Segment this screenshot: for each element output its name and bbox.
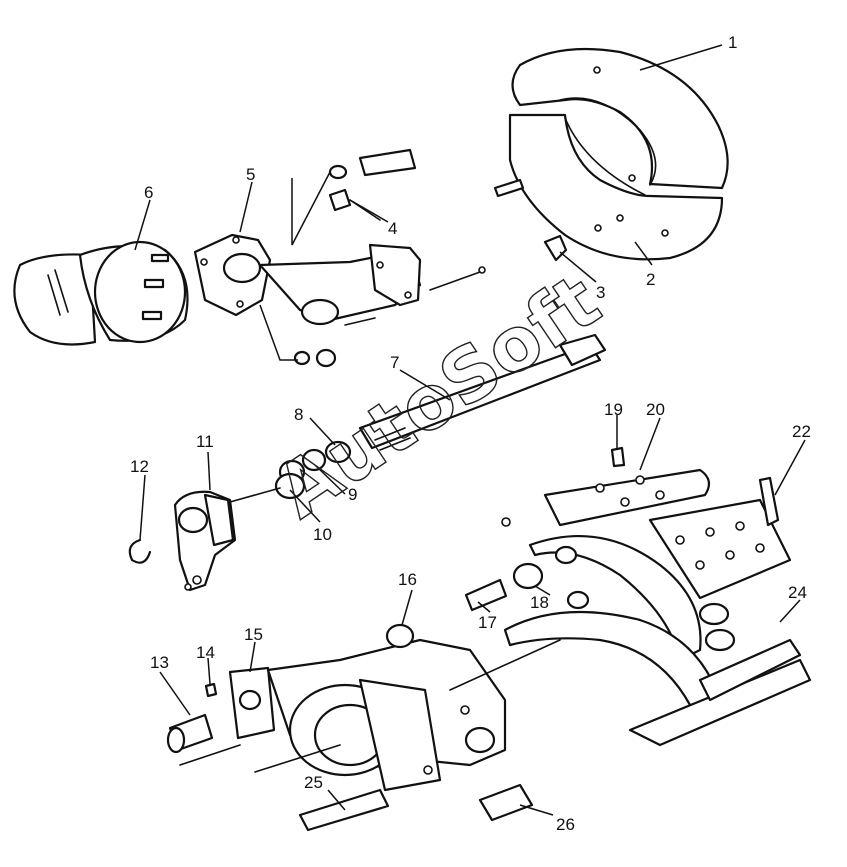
callout-14: 14	[196, 643, 215, 662]
callout-18: 18	[530, 593, 549, 612]
snap-ring	[128, 538, 152, 564]
brake-shoes	[501, 446, 812, 747]
callout-19: 19	[604, 400, 623, 419]
callout-6: 6	[144, 183, 153, 202]
slack-adjuster	[173, 490, 237, 592]
callout-13: 13	[150, 653, 169, 672]
callout-17: 17	[478, 613, 497, 632]
callout-5: 5	[246, 165, 255, 184]
brake-chamber	[13, 240, 189, 346]
callout-8: 8	[294, 405, 303, 424]
anchor-pins	[298, 783, 534, 832]
shield-bolt	[493, 178, 525, 198]
grease-fitting	[204, 682, 218, 698]
spider-housing	[228, 638, 507, 792]
callout-11: 11	[196, 432, 214, 451]
rollers	[464, 562, 544, 612]
callout-2: 2	[646, 270, 655, 289]
inspection-plug	[385, 623, 415, 649]
callout-labels: 1 2 3 4 5 6 7 8 9 10 11 12 13 14 15 16 1…	[130, 33, 811, 834]
leader-lines	[134, 44, 806, 816]
callout-16: 16	[398, 570, 417, 589]
bushing	[166, 713, 214, 754]
camshaft-bracket	[193, 233, 422, 326]
callout-15: 15	[244, 625, 263, 644]
callout-4: 4	[388, 219, 397, 238]
callout-25: 25	[304, 773, 323, 792]
dust-shield	[508, 47, 729, 261]
bracket-fasteners	[293, 148, 486, 368]
callout-7: 7	[390, 353, 399, 372]
callout-1: 1	[728, 33, 737, 52]
callout-9: 9	[348, 485, 357, 504]
callout-10: 10	[313, 525, 332, 544]
callout-12: 12	[130, 457, 149, 476]
callout-22: 22	[792, 422, 811, 441]
callout-20: 20	[646, 400, 665, 419]
camshaft	[358, 333, 607, 451]
plug-part-3	[543, 234, 568, 262]
callout-24: 24	[788, 583, 807, 602]
callout-26: 26	[556, 815, 575, 834]
washers	[229, 440, 352, 503]
callout-3: 3	[596, 283, 605, 302]
